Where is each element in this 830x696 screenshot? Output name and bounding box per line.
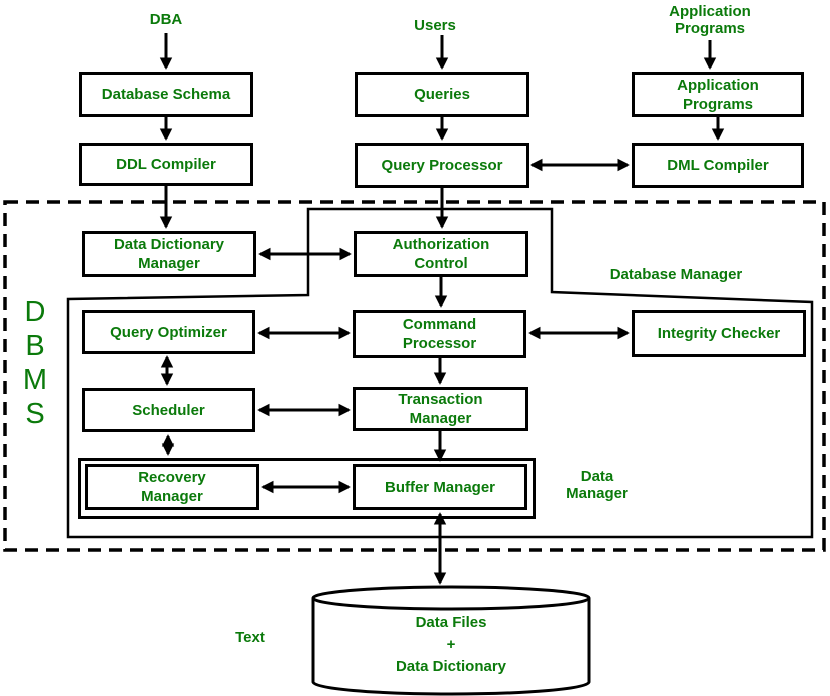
datastore-cylinder: [311, 585, 591, 696]
application-programs-box: Application Programs: [632, 72, 804, 117]
database-manager-outline: [66, 207, 814, 539]
ddl-compiler-box: DDL Compiler: [79, 143, 253, 186]
users-label: Users: [414, 17, 456, 34]
dbms-dashed-border: [3, 200, 826, 552]
dbms-region-label: D B M S: [22, 296, 48, 430]
data-dictionary-manager-box: Data Dictionary Manager: [82, 231, 256, 277]
dba-label: DBA: [149, 11, 183, 28]
authorization-control-box: Authorization Control: [354, 231, 528, 277]
text-label: Text: [235, 629, 265, 646]
data-manager-region-label: Data Manager: [566, 468, 628, 502]
query-processor-box: Query Processor: [355, 143, 529, 188]
application-programs-label: Application Programs: [669, 3, 751, 37]
integrity-checker-box: Integrity Checker: [632, 310, 806, 357]
arrows: [159, 33, 725, 585]
dml-compiler-box: DML Compiler: [632, 143, 804, 188]
database-schema-box: Database Schema: [79, 72, 253, 117]
scheduler-box: Scheduler: [82, 388, 255, 432]
transaction-manager-box: Transaction Manager: [353, 387, 528, 431]
database-manager-region-label: Database Manager: [609, 266, 743, 283]
datastore-label: Data Files + Data Dictionary: [395, 614, 507, 675]
buffer-manager-box: Buffer Manager: [353, 464, 527, 510]
recovery-manager-box: Recovery Manager: [85, 464, 259, 510]
command-processor-box: Command Processor: [353, 310, 526, 358]
data-manager-frame: [78, 458, 536, 519]
queries-box: Queries: [355, 72, 529, 117]
query-optimizer-box: Query Optimizer: [82, 310, 255, 354]
